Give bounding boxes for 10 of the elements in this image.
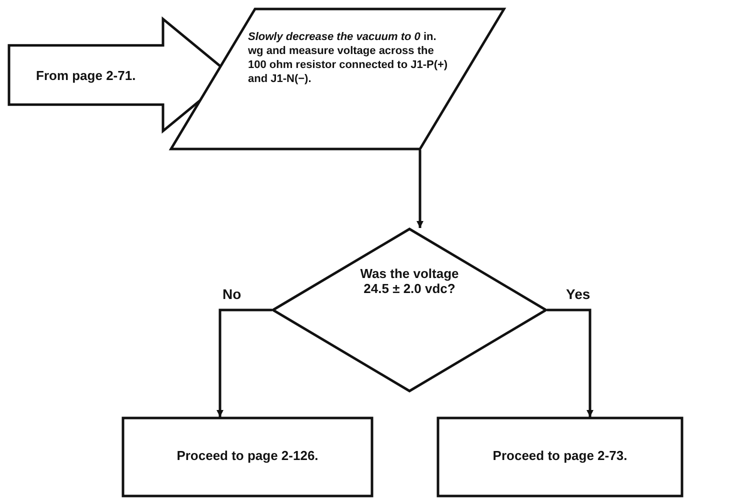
node-text: Slowly decrease the vacuum to 0 in. wg and measure voltage across the 100 ohm resistor connected to J1-P(+) and J1-N(−). (248, 30, 449, 86)
edge-label: Yes (565, 286, 592, 302)
arrow (416, 150, 424, 228)
node-text: Proceed to page 2-126. (176, 448, 320, 463)
node-text: Was the voltage 24.5 ± 2.0 vdc? (359, 266, 460, 296)
edge-label: No (222, 286, 242, 302)
arrow (547, 308, 594, 417)
node-text: Proceed to page 2-73. (492, 448, 628, 463)
node-text: From page 2-71. (36, 68, 137, 83)
arrow (216, 308, 272, 417)
